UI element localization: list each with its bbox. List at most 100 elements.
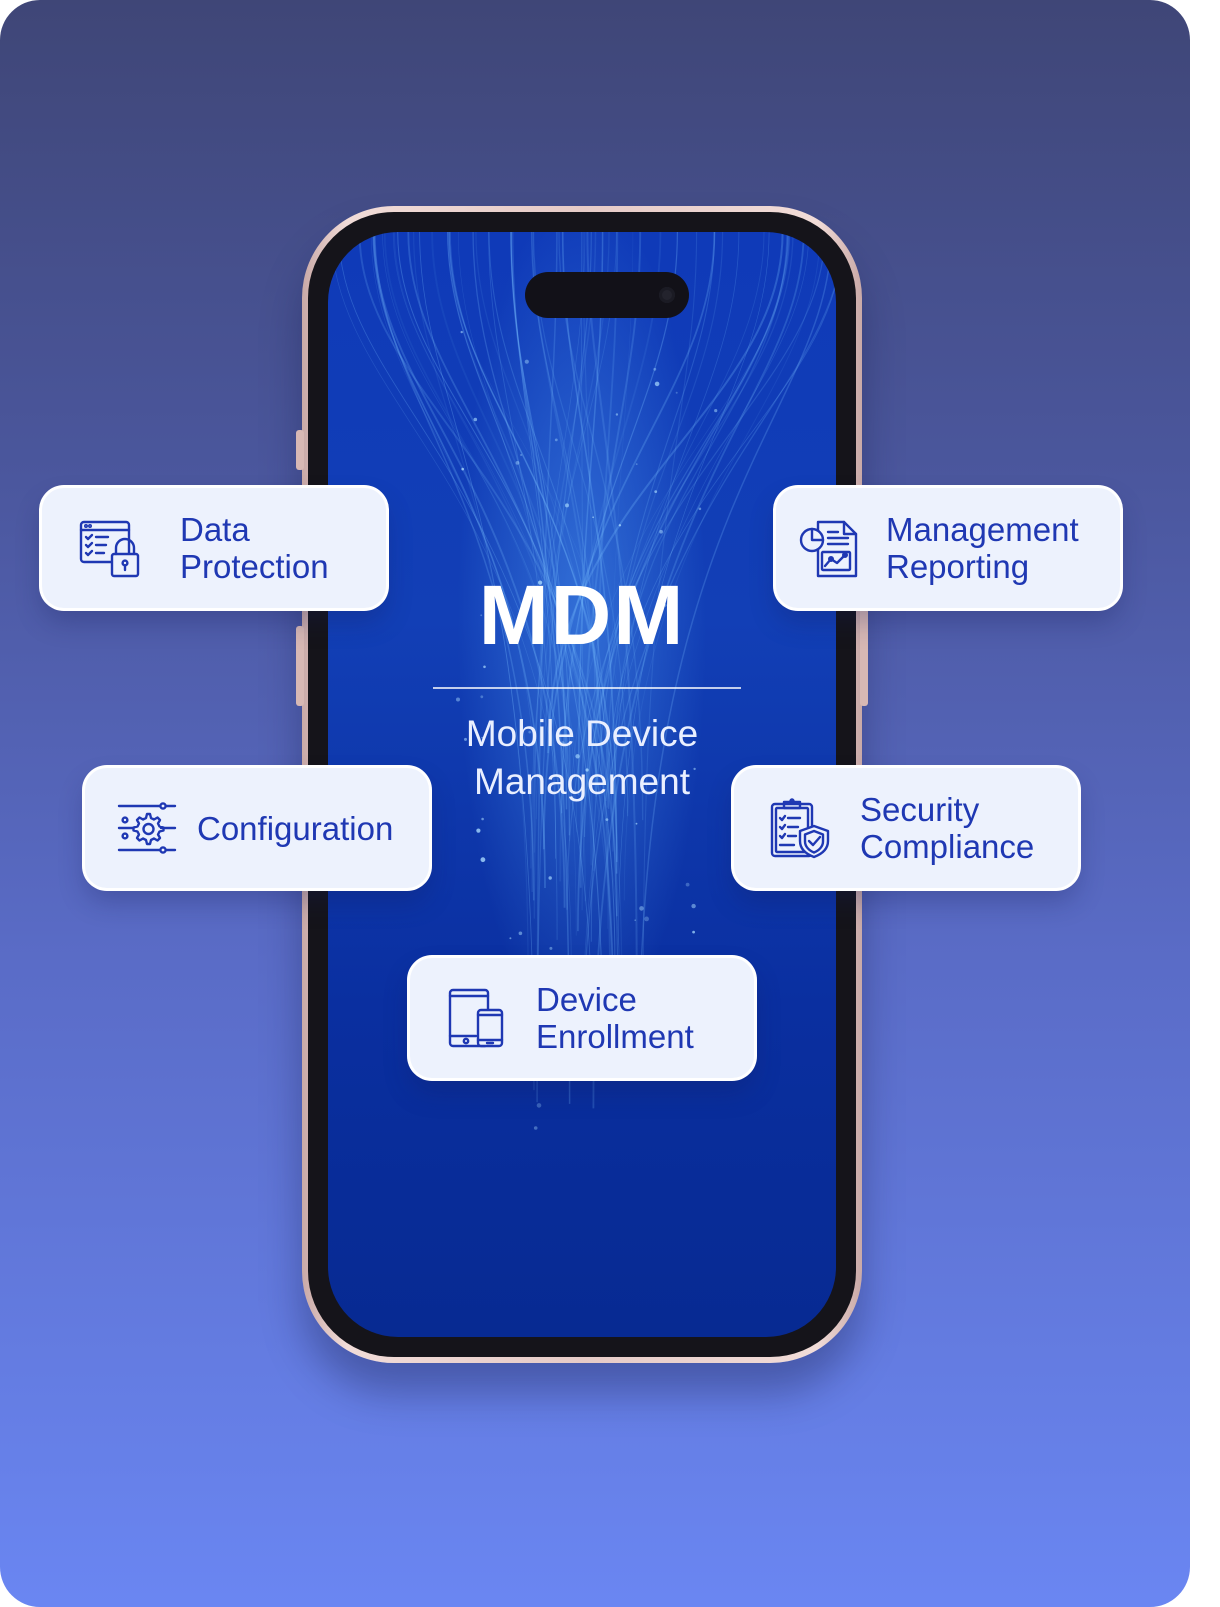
light-particle [480, 857, 486, 863]
light-particle [476, 828, 481, 833]
light-streak [595, 232, 794, 783]
light-particle [548, 876, 552, 880]
light-particle [460, 330, 463, 334]
light-streak [510, 232, 571, 781]
light-particle [659, 529, 663, 534]
light-particle [639, 906, 644, 911]
light-particle [549, 946, 553, 950]
phone-volume-down-button [296, 626, 304, 706]
light-streak [393, 232, 617, 1059]
light-particle [691, 903, 696, 909]
light-particle [554, 438, 558, 442]
device-enrollment-label: Device Enrollment [536, 981, 694, 1055]
light-particle [518, 931, 523, 936]
light-particle [653, 367, 657, 371]
light-streak [447, 232, 629, 813]
phone-action-button [296, 430, 304, 470]
light-streak [370, 232, 537, 820]
light-particle [533, 1126, 538, 1130]
light-particle [480, 614, 483, 617]
data-protection-label: Data Protection [180, 511, 329, 585]
background-canvas: MDM Mobile Device Management [0, 0, 1190, 1607]
light-streak [577, 232, 790, 932]
light-streak [383, 232, 587, 902]
light-particle [675, 391, 678, 394]
security-compliance-card[interactable]: Security Compliance [734, 768, 1078, 888]
light-streak [374, 232, 535, 901]
title-divider [433, 687, 741, 689]
light-streak [542, 232, 716, 850]
light-particle [464, 737, 467, 741]
light-particle [575, 754, 580, 759]
light-streak [623, 232, 821, 901]
light-particle [634, 919, 636, 921]
light-particle [461, 467, 464, 471]
light-streak [590, 232, 716, 942]
gear-sliders-icon [117, 802, 177, 854]
light-streak [338, 232, 593, 1052]
light-streak [358, 232, 618, 917]
light-particle [654, 381, 660, 387]
light-streak [392, 232, 624, 1075]
front-camera-icon [659, 287, 675, 303]
light-particle [592, 516, 594, 518]
light-streak [568, 232, 791, 842]
light-streak [512, 232, 556, 859]
light-streak [510, 232, 568, 810]
light-streak [617, 232, 770, 958]
security-compliance-label: Security Compliance [860, 791, 1035, 865]
configuration-card[interactable]: Configuration [85, 768, 429, 888]
configuration-label: Configuration [197, 809, 394, 847]
light-particle [515, 461, 520, 465]
management-reporting-card[interactable]: Management Reporting [776, 488, 1120, 608]
light-particle [481, 817, 484, 821]
device-enrollment-card[interactable]: Device Enrollment [410, 958, 754, 1078]
mdm-subtitle: Mobile Device Management [465, 713, 699, 802]
data-protection-card[interactable]: Data Protection [42, 488, 386, 608]
light-particle [618, 524, 622, 527]
light-streak [638, 232, 833, 1062]
light-particle [605, 818, 609, 821]
light-particle [585, 768, 589, 772]
light-particle [698, 507, 702, 511]
light-streak [510, 232, 571, 1104]
light-streak [606, 282, 836, 808]
light-particle [565, 503, 569, 508]
light-particle [693, 767, 696, 771]
light-streak [331, 232, 572, 963]
report-chart-icon [799, 520, 858, 578]
light-streak [431, 232, 593, 866]
light-streak [582, 280, 836, 1067]
light-streak [581, 232, 765, 911]
light-particle [536, 1103, 542, 1108]
light-streak [642, 232, 698, 972]
light-particle [644, 916, 649, 922]
light-streak [448, 232, 595, 871]
light-streak [583, 232, 789, 838]
light-streak [419, 232, 535, 1091]
light-streak [372, 232, 546, 889]
light-streak [605, 232, 724, 802]
light-particle [635, 463, 638, 465]
light-particle [490, 590, 494, 594]
data-protection-lock-icon [79, 520, 140, 578]
light-streak [475, 232, 623, 989]
dynamic-island [525, 272, 689, 318]
light-particle [714, 409, 718, 413]
light-particle [663, 604, 667, 607]
light-particle [483, 665, 486, 669]
light-particle [692, 930, 695, 934]
light-particle [480, 695, 484, 699]
light-particle [538, 580, 543, 585]
clipboard-shield-icon [770, 798, 830, 859]
light-particle [488, 591, 491, 593]
light-particle [473, 417, 478, 422]
light-particle [495, 594, 498, 596]
light-streak [566, 232, 826, 910]
light-streak [397, 232, 616, 964]
light-particle [561, 741, 565, 745]
light-streak [407, 232, 614, 1004]
light-streak [488, 232, 603, 775]
light-streak [382, 232, 577, 833]
light-streak [447, 232, 604, 1072]
